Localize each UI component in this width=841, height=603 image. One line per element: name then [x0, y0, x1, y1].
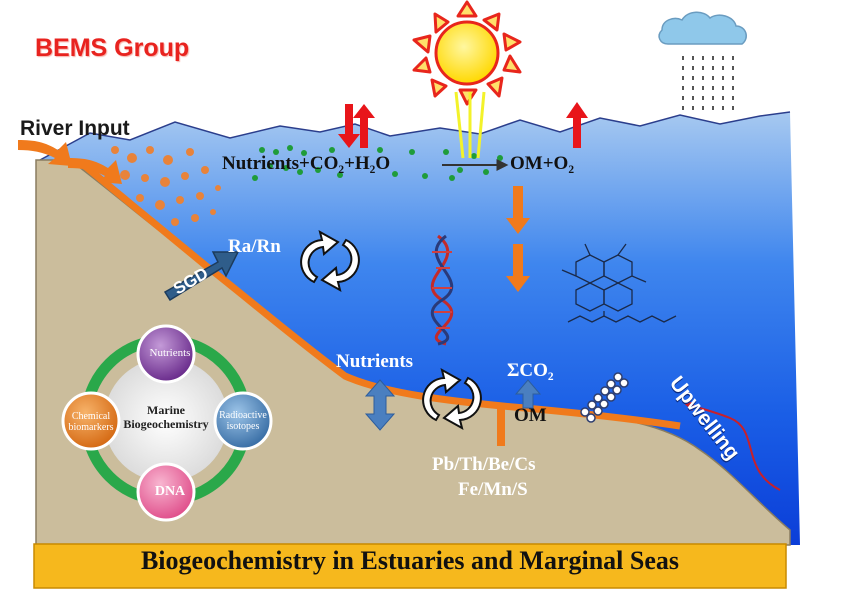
sediment-particles: [111, 146, 221, 226]
sunlight-rays: [454, 91, 486, 159]
upwelling-arrow: [684, 401, 781, 491]
title-banner: [33, 543, 787, 589]
chlorophyll-molecule-icon: [561, 243, 677, 323]
sea-surface: [39, 111, 791, 161]
ra-rn-label: Ra/Rn: [228, 236, 281, 257]
rain-cloud-icon: [658, 11, 747, 112]
sigma-co2-label: ΣCO₂: [507, 360, 554, 381]
om-sinking-arrows: [506, 186, 530, 292]
element-tracers-line1: Pb/Th/Be/Cs: [432, 454, 536, 475]
hub-node-biomarkers: Chemical biomarkers: [68, 411, 114, 433]
sgd-arrow: [163, 251, 240, 302]
hub-center-label: Marine Biogeochemistry: [123, 403, 209, 431]
element-tracers-line2: Fe/Mn/S: [458, 479, 528, 500]
river-input-arrows: [18, 140, 122, 184]
photosynthesis-reactants: Nutrients+CO₂+H₂O: [222, 153, 391, 174]
sediment-core: [497, 408, 505, 446]
diagram-title: Biogeochemistry in Estuaries and Margina…: [140, 546, 680, 575]
river-input-label: River Input: [20, 117, 130, 140]
gas-exchange-arrows: [338, 102, 588, 148]
biomarker-chain-icon: [580, 372, 629, 423]
hub-node-nutrients: Nutrients: [149, 347, 191, 359]
dna-helix-icon: [430, 234, 454, 346]
co2-flux-arrow: [514, 379, 542, 409]
sediment-layer: [77, 159, 681, 430]
cycle-icon-upper: [300, 230, 360, 292]
hub-node-dna: DNA: [154, 484, 186, 499]
hub-node-isotopes: Radioactive isotopes: [219, 410, 267, 432]
sun-icon: [412, 0, 522, 106]
seabed-nutrients-label: Nutrients: [336, 351, 414, 372]
cycle-icon-seabed: [422, 368, 482, 430]
nutrient-exchange-arrow: [364, 379, 396, 431]
group-title: BEMS Group: [35, 34, 190, 62]
seabed-om-label: OM: [514, 405, 547, 426]
photosynthesis-products: OM+O₂: [510, 153, 575, 174]
biogeochemistry-hub: [61, 324, 273, 522]
